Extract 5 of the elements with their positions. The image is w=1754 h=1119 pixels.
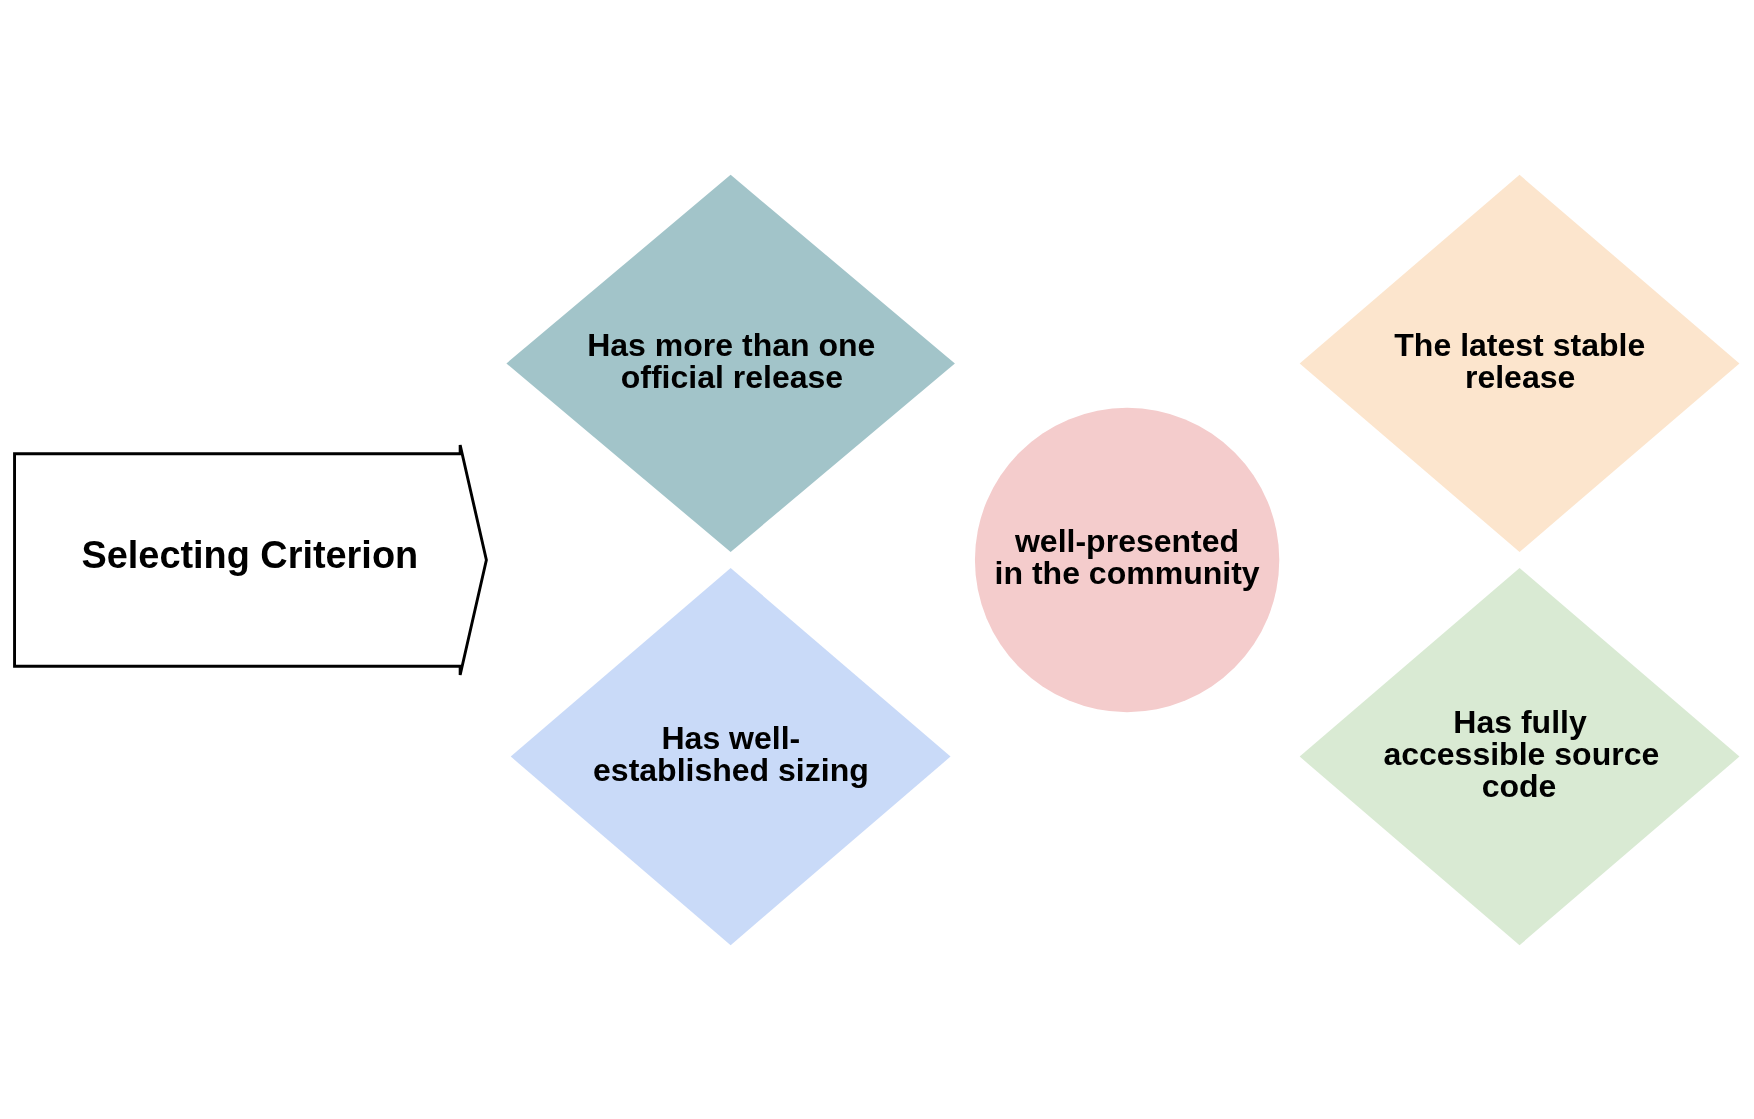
node-diamond: Has more than one official release [506,174,955,552]
node-diamond: Has fully accessible source code [1299,567,1740,945]
node-diamond: Has well-established sizing [510,567,951,945]
node-diamond: The latest stable release [1299,174,1740,552]
node-circle: well-presented in the community [974,407,1280,712]
